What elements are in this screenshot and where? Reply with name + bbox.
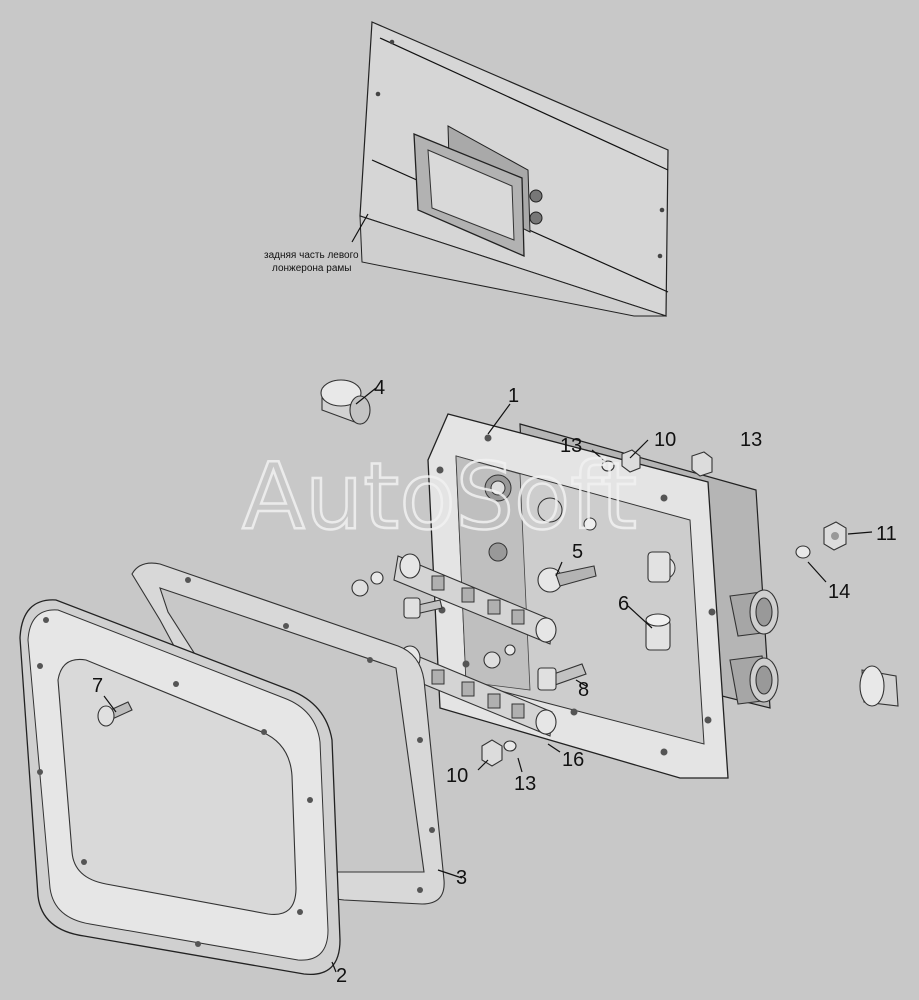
callout-3: 3: [456, 867, 467, 889]
part-5-stud: [537, 565, 597, 593]
part-1-junction-box: [427, 413, 779, 779]
callout-14: 14: [828, 581, 850, 603]
part-10-nut-top: [621, 449, 641, 473]
part-8-bolt-lower: [537, 663, 587, 691]
callout-1: 1: [508, 385, 519, 407]
part-16-terminal-strip-upper: [393, 553, 557, 645]
callout-6: 6: [618, 593, 629, 615]
callout-16: 16: [562, 749, 584, 771]
location-leader: [351, 213, 369, 243]
callout-13-top-left: 13: [560, 435, 582, 457]
callout-8: 8: [578, 679, 589, 701]
part-10-nut-bottom: [481, 739, 503, 767]
part-6-terminal-posts: [645, 551, 671, 651]
cable-gland-upper: [729, 589, 779, 637]
callout-2: 2: [336, 965, 347, 987]
location-note-line1: задняя часть левого: [264, 250, 359, 261]
sleeve-right: [859, 665, 899, 707]
callout-7: 7: [92, 675, 103, 697]
callout-5: 5: [572, 541, 583, 563]
callout-11: 11: [876, 523, 897, 545]
part-11-nut: [823, 521, 847, 551]
part-13-washer-top: [601, 460, 615, 472]
callout-13-bottom: 13: [514, 773, 536, 795]
location-note-line2: лонжерона рамы: [272, 263, 351, 274]
part-8-bolt-upper: [403, 597, 443, 619]
part-13-nut-top-right: [691, 451, 713, 477]
callout-10-top: 10: [654, 429, 676, 451]
frame-rail-lower-flange: [359, 215, 667, 317]
callout-labels: 1 2 3 4 5 6 7 8 10 10 11 13 13 13 14 16: [92, 377, 897, 987]
part-7-screw: [97, 701, 133, 727]
callout-13-top-right: 13: [740, 429, 762, 451]
watermark: AutoSoft: [242, 443, 637, 550]
frame-rail-inset: задняя часть левого лонжерона рамы: [264, 21, 669, 317]
part-14-washer: [795, 545, 811, 559]
leader-lines: [103, 387, 873, 973]
cable-gland-lower: [729, 655, 779, 705]
junction-box-mounted: [413, 125, 543, 258]
callout-10-bottom: 10: [446, 765, 468, 787]
part-2-cover: [19, 599, 341, 976]
nut-center: [483, 644, 516, 669]
part-4-sleeve: [320, 379, 371, 425]
nut-washer-left: [351, 571, 384, 597]
part-13-washer-bottom: [503, 740, 517, 752]
callout-4: 4: [374, 377, 385, 399]
